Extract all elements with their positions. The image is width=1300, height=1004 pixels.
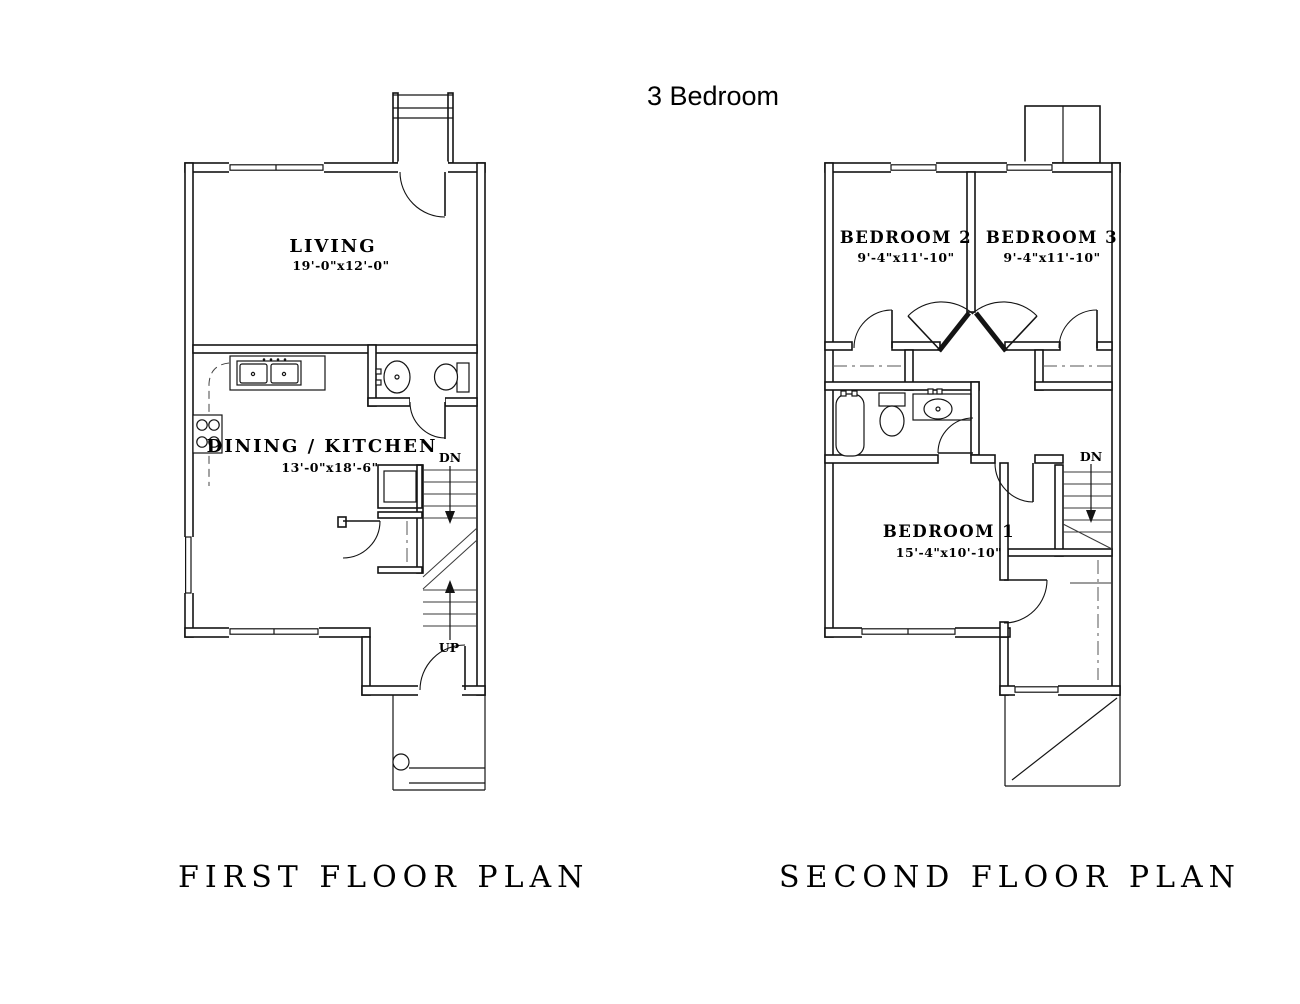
porch-roof [1004, 695, 1121, 787]
dining-kitchen-label: DINING / KITCHEN [207, 436, 438, 457]
first-floor-title: FIRST FLOOR PLAN [178, 860, 589, 895]
toilet-fixture [878, 392, 906, 437]
stove-fixture [192, 414, 223, 454]
bathtub-fixture [835, 390, 865, 457]
powder-room-door [409, 401, 446, 439]
bedroom3-door [971, 301, 1038, 351]
second-floor-windows [861, 164, 1059, 693]
front-stoop [392, 92, 454, 164]
powder-sink-fixture [375, 360, 411, 394]
front-door [399, 171, 446, 218]
kitchen-sink-fixture [236, 358, 302, 386]
bedroom2-label: BEDROOM 2 [840, 228, 972, 247]
rear-porch [392, 695, 486, 791]
rear-door [419, 644, 466, 691]
bathroom-door [937, 417, 974, 454]
chimney [1024, 105, 1101, 164]
second-floor-title: SECOND FLOOR PLAN [779, 860, 1241, 895]
stair-dn-label-2: DN [1080, 449, 1102, 464]
stair-dn-label: DN [439, 450, 461, 465]
living-room-dims: 19'-0"x12'-0" [292, 258, 389, 273]
pantry-box [377, 464, 423, 509]
bedroom1-dims: 15'-4"x10'-10" [896, 545, 1002, 560]
first-floor-windows [185, 164, 324, 635]
bedroom3-dims: 9'-4"x11'-10" [1003, 250, 1100, 265]
first-floor-plan: LIVING 19'-0"x12'-0" DINING / KITCHEN 13… [183, 92, 486, 791]
bedroom3-closet-door [1058, 309, 1098, 349]
second-floor-plan: BEDROOM 2 9'-4"x11'-10" BEDROOM 3 9'-4"x… [824, 105, 1121, 787]
bedroom2-closet-door [853, 309, 893, 349]
powder-toilet-fixture [433, 362, 470, 393]
second-floor-stair [1062, 464, 1113, 550]
bedroom1-door [994, 462, 1034, 503]
first-floor-stair [422, 466, 478, 640]
bedroom2-door [907, 301, 974, 351]
stair-up-label: UP [439, 640, 460, 655]
closet-rods [833, 365, 1112, 680]
bedroom1-label: BEDROOM 1 [883, 522, 1015, 541]
bedroom2-dims: 9'-4"x11'-10" [857, 250, 954, 265]
living-room-label: LIVING [289, 236, 376, 257]
bedroom3-label: BEDROOM 3 [986, 228, 1118, 247]
kitchen-counter [208, 355, 326, 486]
bath-sink-fixture [912, 388, 972, 421]
dining-kitchen-dims: 13'-0"x18'-6" [281, 460, 378, 475]
walkin-closet-door [1003, 579, 1048, 624]
hall-closet-door [342, 520, 408, 565]
drawing-title: 3 Bedroom [647, 81, 779, 111]
